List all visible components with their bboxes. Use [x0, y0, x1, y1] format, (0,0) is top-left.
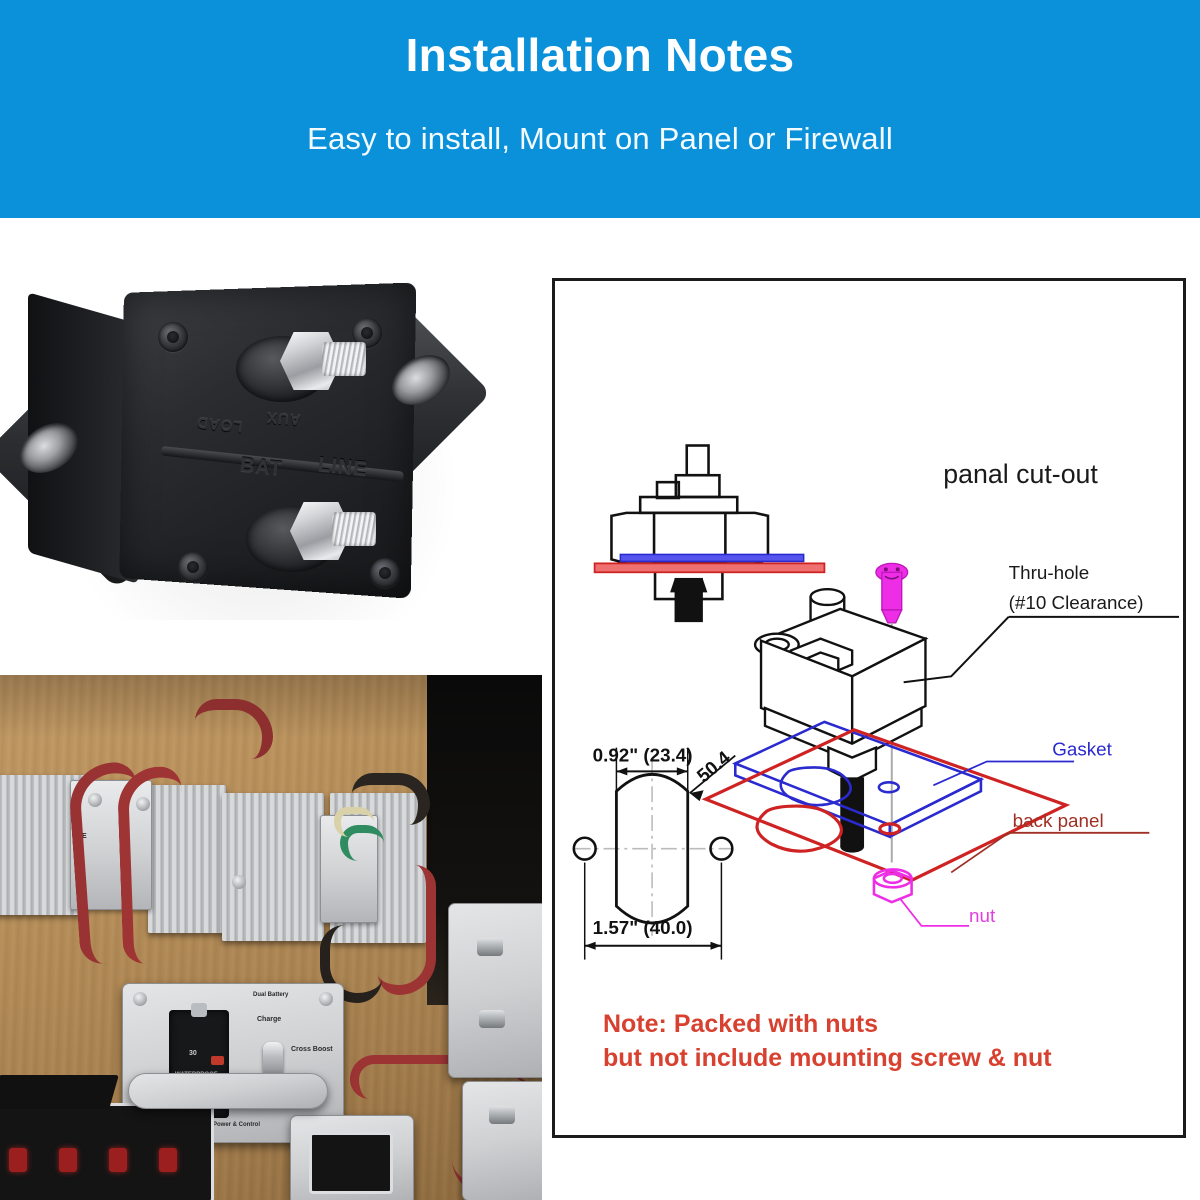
page-subtitle: Easy to install, Mount on Panel or Firew…	[307, 120, 893, 156]
thru-hole-label-1: Thru-hole	[1009, 562, 1090, 583]
right-box-lug-1	[477, 938, 503, 956]
dimension-width-bottom: 1.57" (40.0)	[593, 917, 693, 938]
product-photo: LOAD AUX BAT LINE	[0, 230, 545, 660]
back-panel-label: back panel	[1013, 810, 1104, 831]
side-view-gasket-line	[619, 553, 805, 563]
heatsink-3	[222, 793, 324, 941]
page-title: Installation Notes	[405, 29, 795, 81]
enclosure-screw-tr	[319, 992, 333, 1006]
red-wire-3	[378, 865, 436, 995]
right-lower-lug	[489, 1106, 515, 1124]
black-wire-2	[320, 925, 382, 1003]
side-view-drawing	[610, 444, 770, 623]
led-3	[109, 1148, 127, 1172]
heatsink-screw-1	[88, 793, 102, 807]
right-junction-box	[448, 903, 542, 1078]
enclosure-screw-tl	[133, 992, 147, 1006]
back-panel-part	[701, 728, 1071, 883]
mounting-screw	[875, 562, 909, 624]
tan-wire	[334, 807, 374, 837]
led-4	[159, 1148, 177, 1172]
right-lower-box	[462, 1081, 542, 1200]
red-wire-top	[195, 699, 273, 759]
dimension-width-top: 0.92" (23.4)	[593, 744, 693, 765]
note-line-2: but not include mounting screw & nut	[603, 1043, 1052, 1072]
bottom-box-window	[309, 1132, 393, 1194]
led-2	[59, 1148, 77, 1172]
installation-photo: CE 30 WATERPROOF	[0, 675, 542, 1200]
bottom-center-box	[290, 1115, 414, 1200]
label-bat: BAT	[239, 453, 284, 481]
side-view-panel-line	[593, 562, 826, 574]
dimension-corner-radius: 50.4	[693, 746, 735, 786]
heatsink-screw-3	[232, 875, 246, 889]
red-wire-2	[116, 765, 188, 965]
thru-hole-label-2: (#10 Clearance)	[1009, 592, 1144, 613]
nut-label: nut	[969, 905, 996, 926]
corner-screw-bottom-left	[178, 552, 208, 582]
back-panel-callout: back panel	[950, 810, 1150, 874]
breaker-reset-button[interactable]	[211, 1056, 224, 1065]
cutout-shape	[615, 772, 690, 925]
mode-toggle-switch[interactable]	[263, 1042, 283, 1076]
heatsink-screw-2	[136, 797, 150, 811]
heatsink-2	[148, 785, 226, 933]
threaded-shank	[840, 777, 865, 853]
cutout-hole-right	[709, 836, 734, 861]
nut-part	[872, 868, 913, 904]
breaker-isometric-body	[753, 587, 929, 783]
right-box-lug-2	[479, 1010, 505, 1028]
nut-callout: nut	[899, 897, 996, 927]
panel-cutout-title: panal cut-out	[943, 459, 1098, 489]
diagram-svg: panal cut-out	[572, 444, 1180, 960]
led-switch-strip	[0, 1103, 214, 1200]
cutout-hole-left	[572, 836, 597, 861]
black-device	[0, 1075, 119, 1109]
led-1	[9, 1148, 27, 1172]
cutout-dimension-drawing: 0.92" (23.4) 50.4 1.57" (40.0)	[572, 744, 736, 960]
mounting-bracket	[128, 1073, 328, 1109]
thru-hole-callout: Thru-hole (#10 Clearance)	[903, 562, 1180, 684]
gasket-callout: Gasket	[933, 739, 1113, 787]
red-wire-4	[350, 1055, 480, 1099]
corner-screw-bottom-right	[370, 558, 400, 588]
breaker-illustration: LOAD AUX BAT LINE	[0, 230, 545, 660]
technical-diagram-panel: panal cut-out	[552, 278, 1186, 1138]
note-block: Note: Packed with nuts but not include m…	[603, 1008, 1163, 1075]
corner-screw-top-left	[158, 322, 188, 352]
header-banner: Installation Notes Easy to install, Moun…	[0, 0, 1200, 218]
label-aux: AUX	[265, 408, 302, 429]
note-line-1: Note: Packed with nuts	[603, 1010, 879, 1038]
gasket-label: Gasket	[1052, 739, 1112, 760]
